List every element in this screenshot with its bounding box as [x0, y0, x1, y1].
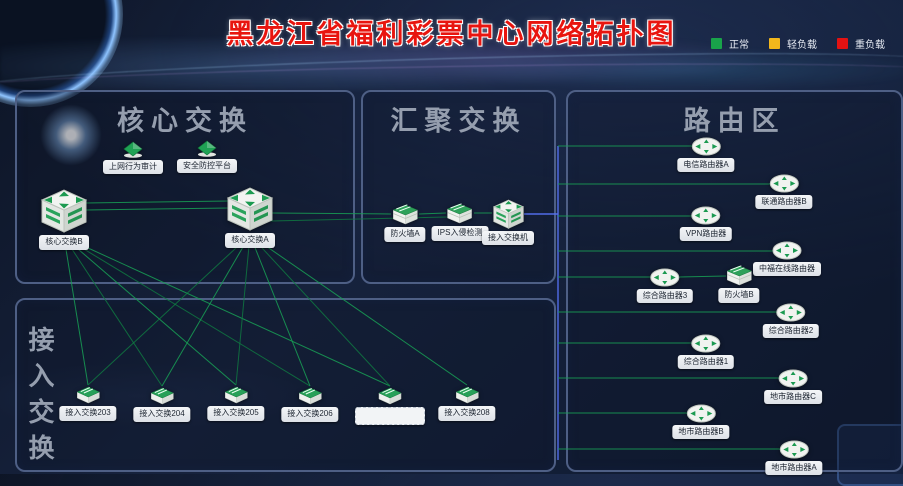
node-router-zonghe-3[interactable]: 综合路由器3 — [636, 268, 694, 304]
node-access-switch-208[interactable]: 接入交换208 — [438, 386, 496, 421]
switch-icon — [75, 386, 101, 404]
status-legend: 正常 轻负载 重负载 — [711, 36, 885, 51]
legend-swatch-icon — [837, 38, 848, 49]
firewall-icon — [391, 203, 419, 225]
node-label: 联通路由器B — [755, 194, 813, 210]
router-icon — [769, 174, 799, 193]
access-panel-title: 接入交换 — [25, 326, 55, 470]
switch-cube-icon — [490, 198, 527, 229]
legend-label: 轻负载 — [787, 40, 817, 51]
node-access-switch-203[interactable]: 接入交换203 — [59, 386, 117, 421]
legend-item: 正常 — [711, 36, 749, 51]
legend-label: 重负载 — [855, 40, 885, 51]
node-label: 综合路由器1 — [677, 354, 735, 370]
legend-swatch-icon — [711, 38, 722, 49]
node-label: 接入交换205 — [207, 406, 265, 421]
router-icon — [691, 137, 721, 156]
legend-label: 正常 — [729, 40, 749, 51]
access-switch-panel — [15, 298, 556, 472]
node-behavior-audit[interactable]: 上网行为审计 — [103, 141, 163, 175]
node-label: 地市路由器A — [765, 460, 823, 476]
node-access-switch-205[interactable]: 接入交换205 — [207, 386, 265, 421]
node-router-telecom-a[interactable]: 电信路由器A — [677, 137, 735, 173]
node-label: 接入交换208 — [438, 406, 496, 421]
switch-icon — [149, 387, 175, 405]
core-panel-title: 核心交换 — [117, 106, 253, 136]
node-router-vpn[interactable]: VPN路由器 — [679, 206, 733, 242]
aggregation-switch-panel: 汇聚交换 — [361, 90, 556, 284]
node-firewall-a[interactable]: 防火墙A — [384, 203, 426, 242]
switch-icon — [223, 386, 249, 404]
router-panel-title: 路由区 — [683, 106, 786, 136]
page-title: 黑龙江省福利彩票中心网络拓扑图 — [226, 19, 677, 49]
node-label: 上网行为审计 — [103, 159, 163, 175]
node-label: 防火墙B — [718, 288, 760, 303]
legend-item: 重负载 — [837, 36, 885, 51]
core-switch-icon — [223, 185, 277, 231]
node-label: 综合路由器3 — [636, 288, 694, 304]
node-core-switch-a[interactable]: 核心交换A — [223, 185, 277, 248]
node-label: 地市路由器B — [672, 424, 730, 440]
node-label: 接入交换206 — [281, 407, 339, 422]
node-label: IPS入侵检测 — [431, 226, 489, 241]
router-area-panel: 路由区 — [566, 90, 903, 472]
node-label: 接入交换203 — [59, 406, 117, 421]
firewall-icon — [725, 264, 753, 286]
firewall-icon — [446, 202, 474, 224]
diamond-icon — [122, 141, 144, 158]
node-label: 安全防控平台 — [177, 158, 237, 174]
node-label: 核心交换B — [39, 235, 89, 250]
node-label: 电信路由器A — [677, 157, 735, 173]
node-label: VPN路由器 — [679, 226, 733, 242]
node-label: 核心交换A — [225, 233, 275, 248]
router-icon — [779, 440, 809, 459]
node-router-dishi-b[interactable]: 地市路由器B — [672, 404, 730, 440]
node-agg-access-switch[interactable]: 接入交换机 — [482, 198, 534, 246]
router-icon — [686, 404, 716, 423]
node-router-dishi-a[interactable]: 地市路由器A — [765, 440, 823, 476]
node-access-switch-206[interactable]: 接入交换206 — [281, 387, 339, 422]
diamond-icon — [196, 140, 218, 157]
switch-icon — [377, 387, 403, 405]
router-icon — [776, 303, 806, 322]
node-router-dishi-c[interactable]: 地市路由器C — [764, 369, 822, 405]
aggregation-panel-title: 汇聚交换 — [390, 106, 527, 136]
node-access-switch-207[interactable] — [355, 387, 425, 425]
node-core-switch-b[interactable]: 核心交换B — [37, 187, 91, 250]
router-icon — [772, 241, 802, 260]
router-icon — [650, 268, 680, 287]
node-router-zhongfu[interactable]: 中福在线路由器 — [753, 241, 821, 277]
node-router-zonghe-2[interactable]: 综合路由器2 — [762, 303, 820, 339]
node-security-platform[interactable]: 安全防控平台 — [177, 140, 237, 174]
legend-item: 轻负载 — [769, 36, 817, 51]
switch-icon — [297, 387, 323, 405]
node-label — [355, 407, 425, 425]
node-router-zonghe-1[interactable]: 综合路由器1 — [677, 334, 735, 370]
node-label: 地市路由器C — [764, 389, 822, 405]
node-firewall-b[interactable]: 防火墙B — [718, 264, 760, 303]
node-label: 综合路由器2 — [762, 323, 820, 339]
node-ips[interactable]: IPS入侵检测 — [431, 202, 489, 241]
node-label: 防火墙A — [384, 227, 426, 242]
legend-swatch-icon — [769, 38, 780, 49]
core-switch-icon — [37, 187, 91, 233]
node-label: 接入交换机 — [482, 230, 534, 246]
router-icon — [691, 334, 721, 353]
node-label: 接入交换204 — [133, 407, 191, 422]
switch-icon — [454, 386, 480, 404]
node-access-switch-204[interactable]: 接入交换204 — [133, 387, 191, 422]
node-router-unicom-b[interactable]: 联通路由器B — [755, 174, 813, 210]
router-icon — [691, 206, 721, 225]
router-icon — [778, 369, 808, 388]
node-label: 中福在线路由器 — [753, 261, 821, 277]
